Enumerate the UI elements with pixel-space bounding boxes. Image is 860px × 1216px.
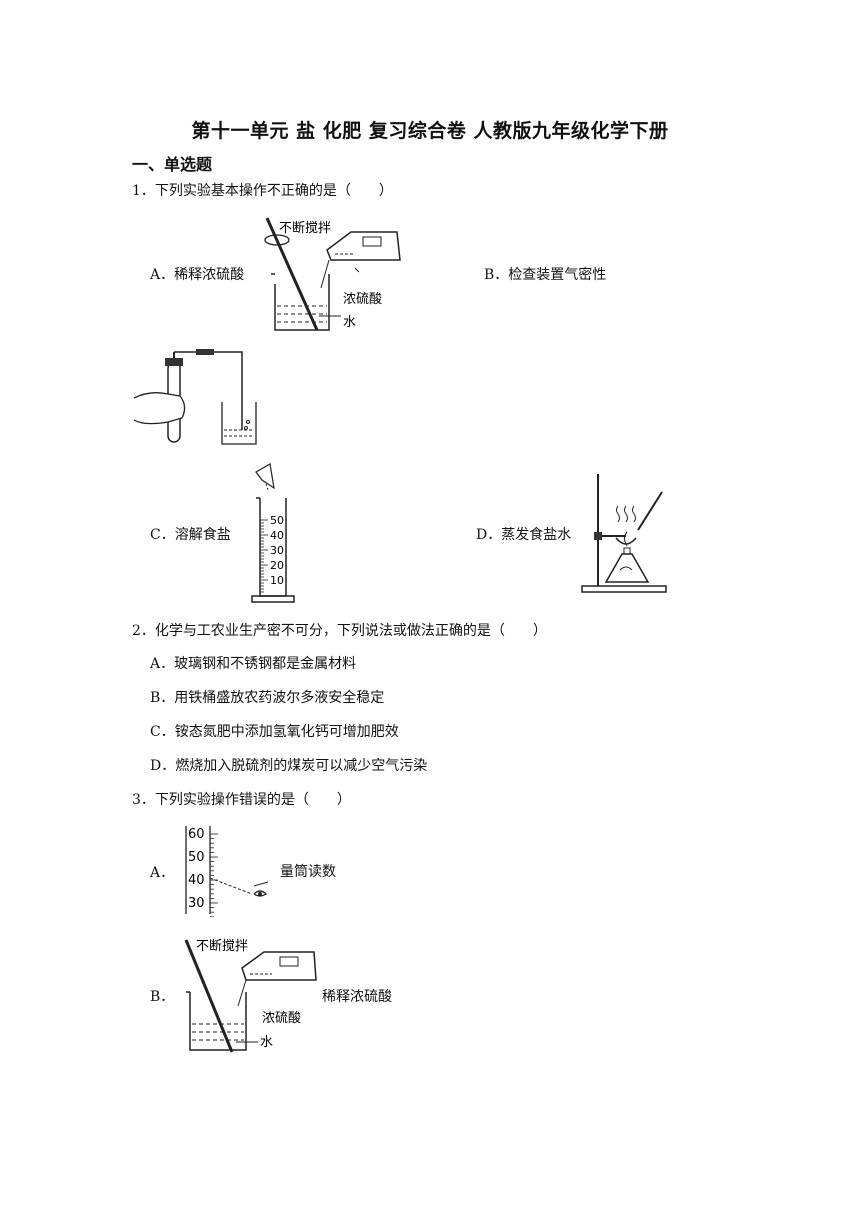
q2-option-c: C．铵态氮肥中添加氢氧化钙可增加肥效 [150, 724, 399, 740]
page-title: 第十一单元 盐 化肥 复习综合卷 人教版九年级化学下册 [191, 120, 669, 142]
tick-label: 20 [270, 559, 284, 572]
stir-label-2: 不断搅拌 [196, 938, 248, 954]
tick-label: 40 [188, 873, 205, 888]
water-label: 水 [343, 315, 356, 330]
q1-option-d: D．蒸发食盐水 [476, 527, 572, 543]
water-label-2: 水 [260, 1035, 273, 1050]
cylinder-reading-figure: 60 50 40 30 [185, 826, 269, 917]
tick-label: 30 [270, 544, 284, 557]
dilute-acid-figure-2: 不断搅拌 浓硫酸 水 [184, 938, 317, 1053]
q2-option-b: B．用铁桶盛放农药波尔多液安全稳定 [150, 690, 385, 706]
stir-label: 不断搅拌 [279, 220, 331, 236]
q3-option-a: A． [150, 865, 175, 881]
q2-option-a: A．玻璃钢和不锈钢都是金属材料 [150, 656, 357, 672]
q2-option-d: D．燃烧加入脱硫剂的煤炭可以减少空气污染 [150, 758, 428, 774]
q1-option-a: A．稀释浓硫酸 [150, 267, 245, 283]
airtightness-figure [133, 349, 257, 445]
q1-option-c: C．溶解食盐 [150, 527, 231, 543]
question-3-stem: 3．下列实验操作错误的是（ ） [132, 792, 351, 808]
tick-label: 40 [270, 529, 284, 542]
section-heading: 一、单选题 [132, 155, 213, 174]
evaporation-figure [581, 474, 667, 593]
q3-a-caption: 量筒读数 [280, 864, 336, 880]
tick-label: 60 [188, 827, 205, 842]
acid-label: 浓硫酸 [343, 292, 382, 307]
q3-b-caption: 稀释浓硫酸 [322, 989, 392, 1005]
cylinder-figure: 50 40 30 20 10 [251, 463, 295, 603]
dilute-acid-figure: 不断搅拌 浓硫酸 水 [264, 217, 401, 331]
question-1-stem: 1．下列实验基本操作不正确的是（ ） [132, 183, 393, 199]
q1-option-b: B．检查装置气密性 [484, 267, 607, 283]
acid-label-2: 浓硫酸 [262, 1011, 301, 1026]
question-2-stem: 2．化学与工农业生产密不可分，下列说法或做法正确的是（ ） [132, 623, 547, 639]
tick-label: 10 [270, 574, 284, 587]
tick-label: 50 [270, 514, 284, 527]
tick-label: 50 [188, 850, 205, 865]
q3-option-b: B． [150, 989, 175, 1005]
tick-label: 30 [188, 896, 205, 911]
